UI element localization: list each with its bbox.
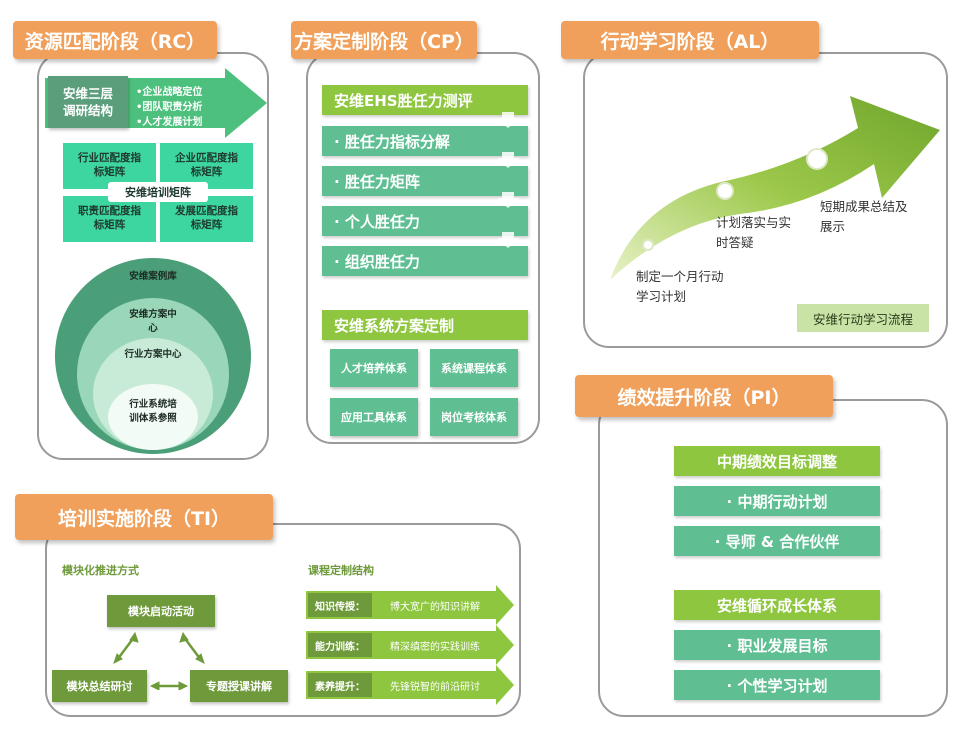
ti-module-lecture: 专题授课讲解 [190, 670, 288, 702]
cp-box-tools: 应用工具体系 [330, 398, 418, 436]
ti-module-start: 模块启动活动 [107, 595, 215, 627]
matrix-industry: 行业匹配度指标矩阵 [63, 143, 156, 189]
cp-item: · 个人胜任力 [322, 206, 528, 236]
pi-header-mid: 中期绩效目标调整 [674, 446, 880, 476]
rc-bullet: •人才发展计划 [136, 117, 203, 128]
ti-row-text: 先锋锐智的前沿研讨 [390, 682, 480, 693]
al-step1-line: 制定一个月行动 [636, 269, 724, 284]
ti-module-summary: 模块总结研讨 [52, 670, 147, 702]
pi-item: · 职业发展目标 [674, 630, 880, 660]
al-title: 行动学习阶段（AL） [561, 21, 819, 59]
ti-course-row: 知识传授： 博大宽广的知识讲解 [306, 585, 514, 625]
pi-header-cycle: 安维循环成长体系 [674, 590, 880, 620]
ti-row-label: 能力训练： [308, 633, 372, 657]
ti-row-label: 素养提升： [308, 673, 372, 697]
circle-label: 行业系统培训体系参照 [129, 399, 177, 425]
ti-row-text: 博大宽广的知识讲解 [390, 602, 480, 613]
al-step-dot [806, 148, 828, 170]
al-step2-line: 时答疑 [716, 235, 754, 250]
matrix-center-label: 安维培训矩阵 [108, 182, 208, 202]
cp-item: · 胜任力指标分解 [322, 126, 528, 156]
matrix-enterprise: 企业匹配度指标矩阵 [160, 143, 253, 189]
cp-title: 方案定制阶段（CP） [291, 21, 477, 59]
al-step-dot [716, 182, 734, 200]
pi-item: · 导师 & 合作伙伴 [674, 526, 880, 556]
al-step1-line: 学习计划 [636, 289, 687, 304]
matrix-development: 发展匹配度指标矩阵 [160, 196, 253, 242]
ti-title: 培训实施阶段（TI） [15, 494, 273, 540]
circle-label: 安维方案中心 [129, 309, 177, 335]
cp-item: · 胜任力矩阵 [322, 166, 528, 196]
cp-header-system: 安维系统方案定制 [322, 310, 528, 340]
circle-industry-training: 行业系统培训体系参照 [108, 384, 198, 450]
al-step3-line: 展示 [820, 219, 846, 234]
cp-box-assessment: 岗位考核体系 [430, 398, 518, 436]
ti-right-heading: 课程定制结构 [308, 564, 374, 577]
ti-cycle-arrows [113, 631, 205, 690]
cp-step-arrows [498, 112, 520, 248]
al-step3-line: 短期成果总结及 [820, 199, 908, 214]
cp-box-course: 系统课程体系 [430, 349, 518, 387]
ti-row-text: 精深缜密的实践训练 [390, 642, 480, 653]
three-layer-box: 安维三层调研结构 [48, 76, 128, 128]
ti-left-heading: 模块化推进方式 [62, 564, 139, 577]
circle-label: 安维案例库 [129, 271, 177, 282]
ti-course-row: 素养提升： 先锋锐智的前沿研讨 [306, 665, 514, 705]
ti-course-row: 能力训练： 精深缜密的实践训练 [306, 625, 514, 665]
pi-item: · 个性学习计划 [674, 670, 880, 700]
cp-box-talent: 人才培养体系 [330, 349, 418, 387]
al-badge: 安维行动学习流程 [797, 304, 929, 332]
matrix-duty: 职责匹配度指标矩阵 [63, 196, 156, 242]
pi-item: · 中期行动计划 [674, 486, 880, 516]
rc-bullet: •团队职责分析 [136, 102, 203, 113]
pi-title: 绩效提升阶段（PI） [575, 375, 833, 417]
circle-label: 行业方案中心 [124, 349, 182, 360]
rc-title: 资源匹配阶段（RC） [13, 21, 217, 59]
al-growth-arrow [610, 96, 940, 280]
al-step-dot [642, 239, 654, 251]
cp-header-ehs: 安维EHS胜任力测评 [322, 85, 528, 115]
al-step2-line: 计划落实与实 [716, 215, 792, 230]
cp-item: · 组织胜任力 [322, 246, 528, 276]
rc-bullet: •企业战略定位 [136, 87, 203, 98]
ti-row-label: 知识传授： [308, 593, 372, 617]
